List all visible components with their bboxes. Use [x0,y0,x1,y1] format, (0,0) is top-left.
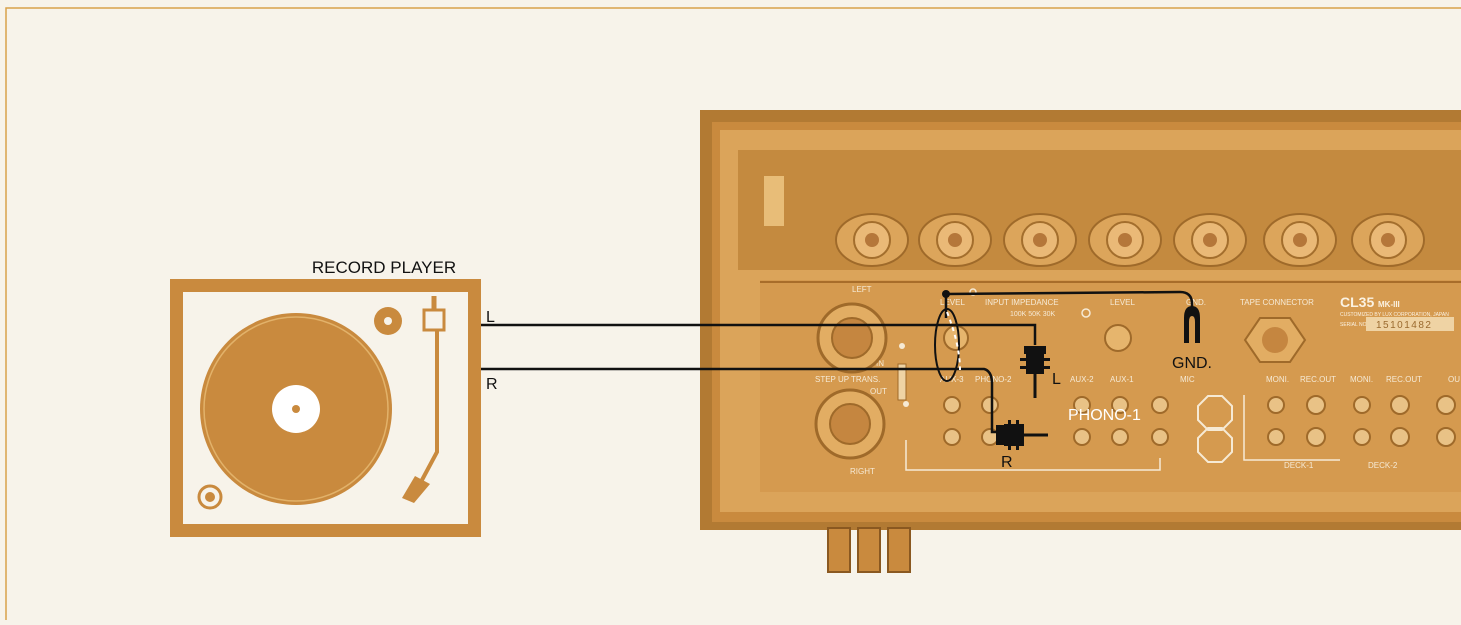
tape-connector-icon [1243,317,1307,363]
label-gnd-top: GND. [1186,298,1206,307]
plug-l-grip-2 [1020,366,1050,369]
label-out: OUT [870,387,887,396]
jack-group-outline [905,440,1161,471]
model-badge: CL35 MK-III CUSTOMIZED BY LUX CORPORATIO… [1340,294,1454,331]
phono-1-label: PHONO-1 [1068,407,1141,424]
ground-wire [945,290,1194,310]
tube-socket [1173,213,1247,267]
label-input-impedance: INPUT IMPEDANCE [985,298,1059,307]
label-aux-1: AUX-1 [1110,375,1134,384]
label-aux-2: AUX-2 [1070,375,1094,384]
output-right-label: R [486,376,498,393]
mic-socket-2-icon [1197,427,1233,463]
left-output-socket [816,302,888,374]
tube-socket [1003,213,1077,267]
maker-line: CUSTOMIZED BY LUX CORPORATION, JAPAN [1340,312,1449,318]
step-up-switch [897,363,907,401]
platter-rim [203,316,389,502]
plug-r-body [1004,424,1024,446]
label-moni-2: MONI. [1350,375,1373,384]
right-output-socket [814,388,886,460]
label-in: IN [876,359,884,368]
tube-socket [835,213,909,267]
ground-label: GND. [1172,355,1212,372]
output-left-label: L [486,309,495,326]
front-knob-icon [827,527,851,573]
panel-labels: LEFT RIGHT LEVEL INPUT IMPEDANCE 100K 50… [815,285,1460,476]
serial-label: SERIAL NO. [1340,322,1368,328]
label-mic: MIC [1180,375,1195,384]
label-phono-2: PHONO-2 [975,375,1012,384]
label-aux-3: AUX-3 [940,375,964,384]
plug-r-grip-2 [1016,420,1019,450]
serial-number: 15101482 [1376,320,1433,331]
label-rec-out-2: REC.OUT [1386,375,1422,384]
cable-highlight [946,311,961,371]
switch-indicator-icon [899,343,905,349]
plug-l-ring [1024,346,1046,354]
ground-lug-icon [1184,306,1200,343]
left-signal-wire [481,323,1037,345]
plug-l-body [1026,354,1044,374]
level-knob-2-icon [1104,324,1132,352]
mic-socket-icon [1197,395,1233,431]
label-rec-out-1: REC.OUT [1300,375,1336,384]
tube-socket [1088,213,1162,267]
label-moni-1: MONI. [1266,375,1289,384]
model-name: CL35 [1340,294,1374,310]
tube-socket [1263,213,1337,267]
plug-l-label: L [1052,371,1061,388]
tonearm-icon [420,330,439,481]
impedance-selector-icon [1081,308,1091,318]
label-deck-2: DECK-2 [1368,461,1398,470]
tube-sockets [835,213,1425,267]
tube-section-plate [764,176,784,226]
page-frame [5,7,1461,625]
label-left: LEFT [852,285,872,294]
label-impedance-values: 100K 50K 30K [1010,311,1055,318]
label-step-up-trans: STEP UP TRANS. [815,375,880,384]
right-signal-wire [481,367,1000,434]
tube-socket [1351,213,1425,267]
cartridge-icon [402,476,430,503]
plug-r-label: R [1001,454,1013,471]
speed-knob-center [384,317,392,325]
spindle-icon [292,405,300,413]
wire-junction [942,290,950,298]
plug-r-ring [996,425,1004,445]
record-player: RECORD PLAYER L R [170,258,498,537]
label-right: RIGHT [850,467,875,476]
power-button-center [205,492,215,502]
wiring: GND. L R PHONO-1 [481,290,1212,471]
record-player-title: RECORD PLAYER [312,258,456,277]
power-button-icon [197,484,223,510]
label-level-2: LEVEL [1110,298,1135,307]
model-suffix: MK-III [1378,300,1400,309]
amplifier: LEFT RIGHT LEVEL INPUT IMPEDANCE 100K 50… [700,110,1461,573]
label-out-cut: OU [1448,375,1460,384]
tube-socket [918,213,992,267]
rca-jacks [943,395,1456,447]
label-level: LEVEL [940,298,965,307]
plug-l-grip [1020,358,1050,361]
switch-indicator-2-icon [903,401,909,407]
deck-group-outline [1243,395,1340,461]
serial-plate [1366,317,1454,331]
front-knob-2-icon [857,527,881,573]
label-deck-1: DECK-1 [1284,461,1314,470]
plug-r-grip [1008,420,1011,450]
front-knob-3-icon [887,527,911,573]
cable-bundle [934,308,960,382]
label-tape-connector: TAPE CONNECTOR [1240,298,1314,307]
